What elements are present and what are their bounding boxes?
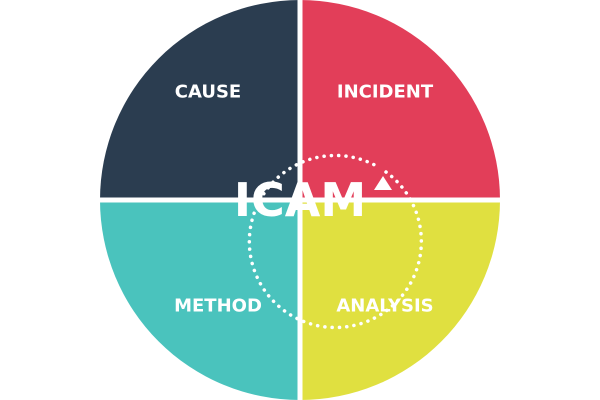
quadrant-cause bbox=[100, 0, 300, 200]
center-label: ICAM bbox=[234, 173, 366, 227]
quadrant-label-cause: CAUSE bbox=[175, 82, 241, 103]
quadrant-incident bbox=[300, 0, 500, 200]
quadrant-analysis bbox=[300, 200, 500, 400]
quadrant-label-method: METHOD bbox=[174, 296, 262, 317]
quadrant-label-incident: INCIDENT bbox=[337, 82, 434, 103]
cycle-circle bbox=[100, 0, 500, 400]
quadrant-label-analysis: ANALYSIS bbox=[336, 296, 433, 317]
triangle-up-icon bbox=[374, 176, 392, 190]
